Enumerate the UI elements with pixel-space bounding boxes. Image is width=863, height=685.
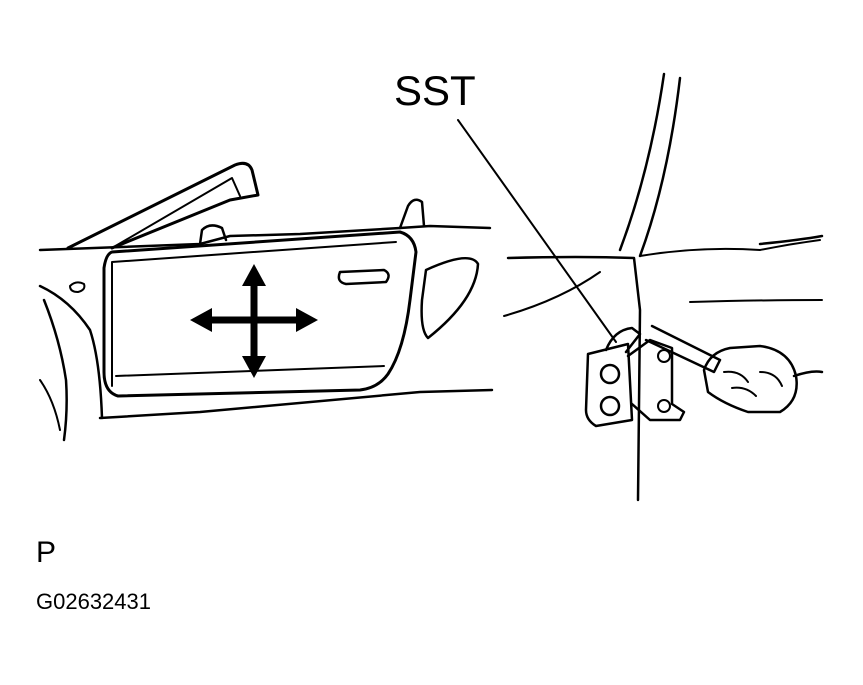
rocker-panel [98,388,494,420]
door-panel-edge [506,255,642,502]
rear-headrest [398,198,426,230]
hinge-pin-upper [657,349,671,363]
windshield-frame [66,161,260,250]
door-belt-line [115,365,385,377]
front-fender [38,284,104,420]
door-outline[interactable] [102,230,418,398]
door-handle[interactable] [337,268,390,286]
sst-tool[interactable] [604,324,722,374]
hinge-pin-lower [657,399,671,413]
hand [702,344,798,414]
hinge-bolt-lower[interactable] [599,395,621,417]
hinge-bolt-upper[interactable] [599,363,621,385]
sst-leader-line [457,119,617,343]
car-side-view [38,161,494,442]
a-pillar-edge [618,72,682,258]
side-marker-lamp [69,281,86,293]
seat-headrest [198,224,228,246]
hinge-arm [626,338,686,422]
hinge-detail-view [457,72,824,502]
hand-fingers [723,370,783,397]
lower-body-line [39,379,61,431]
figure-code-label: G02632431 [36,589,151,614]
side-intake [420,257,480,340]
arrow-left-icon [190,308,212,332]
body-crease [639,239,823,303]
windshield-inner [111,177,241,249]
door-hinge-plate[interactable] [584,342,634,428]
door-inner-line [111,241,397,387]
fender-line [503,271,601,317]
adjust-direction-arrows [190,264,318,378]
view-marker-label: P [36,536,57,569]
arrow-up-icon [242,264,266,286]
sleeve [758,234,824,378]
arrow-right-icon [296,308,318,332]
arrow-down-icon [242,356,266,378]
front-wheel-arch [42,298,68,442]
sst-label: SST [394,67,476,114]
